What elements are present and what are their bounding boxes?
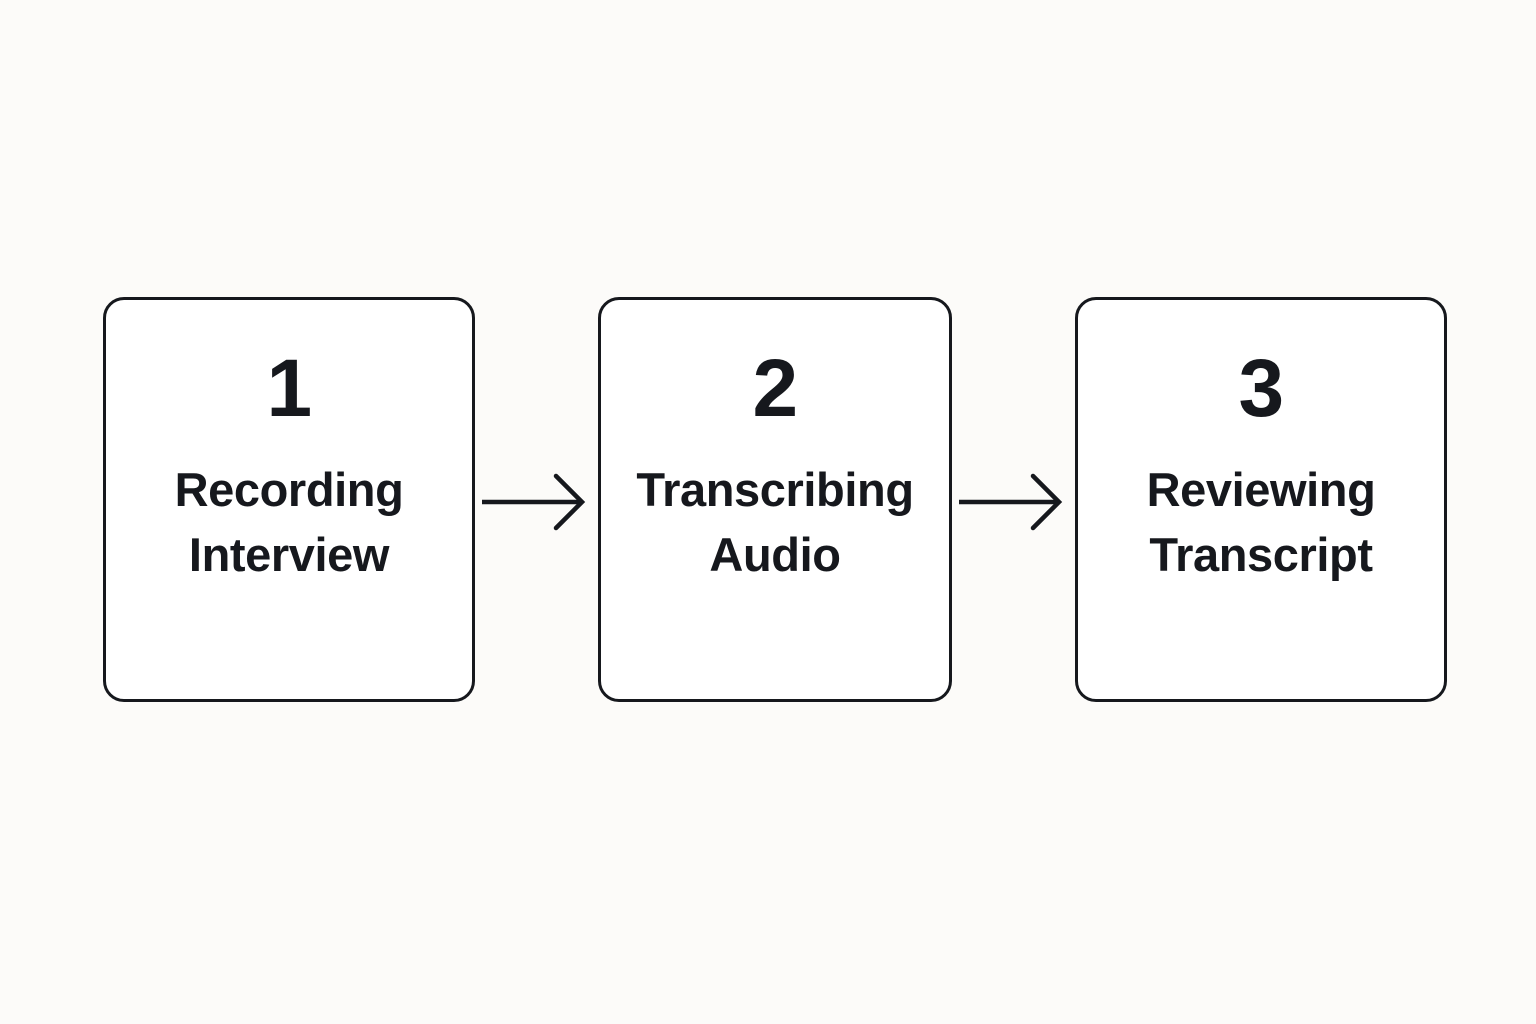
connector-step1-to-step2 xyxy=(475,472,598,532)
step-label-1: Recording Interview xyxy=(174,463,404,581)
step-node-1[interactable]: 1 Recording Interview xyxy=(103,297,475,702)
step-node-2[interactable]: 2 Transcribing Audio xyxy=(598,297,952,702)
step-number-2: 2 xyxy=(752,343,798,434)
step-number-3: 3 xyxy=(1238,343,1284,434)
step-label-3: Reviewing Transcript xyxy=(1146,463,1376,581)
connector-step2-to-step3 xyxy=(952,472,1075,532)
step-number-1: 1 xyxy=(266,343,312,434)
arrow-right-icon xyxy=(481,473,585,530)
step-node-3[interactable]: 3 Reviewing Transcript xyxy=(1075,297,1447,702)
step-label-2: Transcribing Audio xyxy=(636,463,914,581)
process-flow-row: 1 Recording Interview 2 Transcribing Aud… xyxy=(103,297,1447,702)
arrow-right-icon xyxy=(958,473,1062,530)
